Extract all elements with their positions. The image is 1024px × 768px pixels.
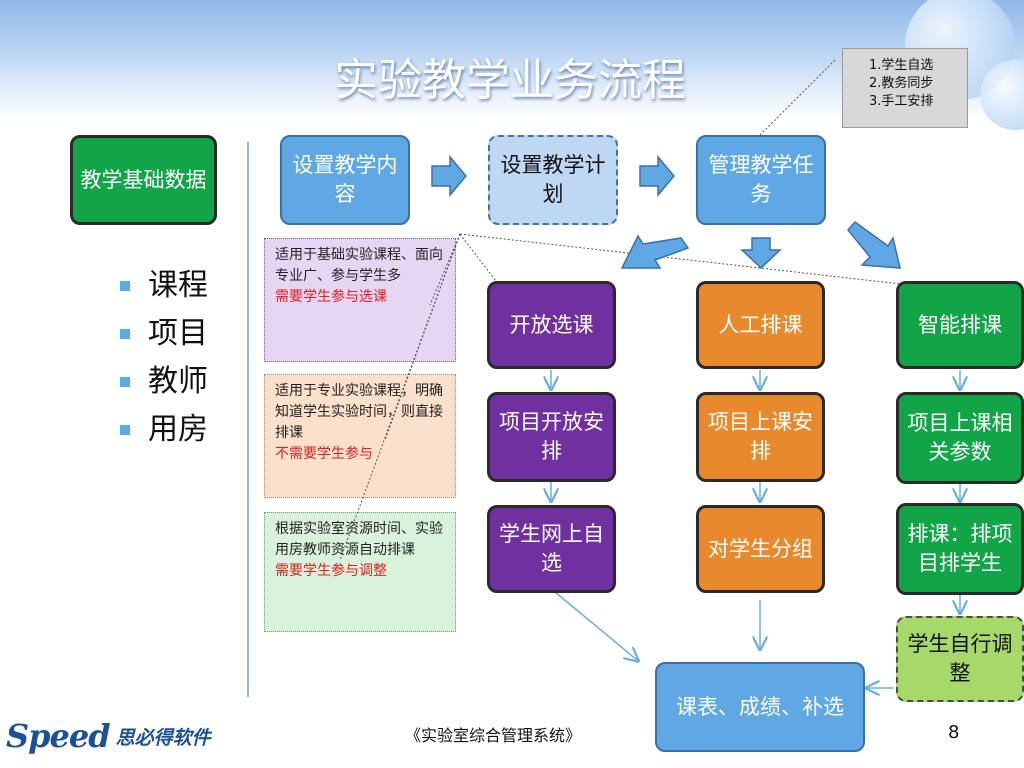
bullet-square-icon	[120, 281, 130, 291]
bullet-item: 课程	[120, 262, 208, 310]
project-class-params-label: 项目上课相关参数	[907, 411, 1013, 464]
note-line: 2.教务同步	[869, 76, 934, 91]
basic-data-box[interactable]: 教学基础数据	[70, 135, 217, 225]
bullet-item: 用房	[120, 406, 208, 454]
bullet-label: 课程	[148, 268, 208, 303]
callout-line	[459, 233, 911, 286]
description-manual-course: 适用于专业实验课程，明确知道学生实验时间，则直接排课 不需要学生参与	[264, 374, 456, 498]
student-self-adjust-label: 学生自行调整	[907, 632, 1013, 685]
smart-course-label: 智能排课	[918, 312, 1002, 337]
logo-text: Speed	[6, 717, 111, 755]
project-class-arrangement-label: 项目上课安排	[708, 410, 813, 463]
project-class-arrangement-box[interactable]: 项目上课安排	[696, 392, 825, 482]
bullet-label: 用房	[148, 412, 208, 447]
flow-arrow-icon	[740, 237, 782, 270]
bullet-item: 项目	[120, 310, 208, 358]
student-online-select-label: 学生网上自选	[499, 522, 604, 575]
open-course-box[interactable]: 开放选课	[487, 281, 616, 369]
bullet-square-icon	[120, 377, 130, 387]
student-grouping-box[interactable]: 对学生分组	[696, 505, 825, 593]
manual-course-label: 人工排课	[718, 312, 803, 337]
scheduling-label: 排课：排项目排学生	[907, 522, 1013, 575]
logo-cn-text: 思必得软件	[115, 726, 211, 749]
description-text: 根据实验室资源时间、实验用房教师资源自动排课	[275, 521, 443, 558]
scheduling-box[interactable]: 排课：排项目排学生	[896, 503, 1024, 595]
callout-line	[429, 233, 461, 306]
callout-line	[759, 59, 836, 136]
bullet-label: 项目	[148, 316, 208, 351]
open-course-label: 开放选课	[509, 312, 594, 337]
schedule-result-label: 课表、成绩、补选	[676, 694, 844, 719]
project-class-params-box[interactable]: 项目上课相关参数	[896, 392, 1024, 484]
vertical-divider	[247, 142, 249, 697]
set-teaching-plan-label: 设置教学计划	[500, 153, 606, 206]
manage-teaching-task-label: 管理教学任务	[708, 153, 814, 206]
flow-arrow-icon	[620, 234, 690, 269]
description-text: 适用于专业实验课程，明确知道学生实验时间，则直接排课	[275, 383, 443, 441]
callout-line	[339, 233, 461, 561]
flow-arrow-icon	[847, 220, 901, 269]
description-highlight: 不需要学生参与	[275, 446, 373, 462]
description-smart-course: 根据实验室资源时间、实验用房教师资源自动排课 需要学生参与调整	[264, 512, 456, 632]
description-text: 适用于基础实验课程、面向专业广、参与学生多	[275, 247, 443, 284]
project-open-arrangement-box[interactable]: 项目开放安排	[487, 392, 616, 482]
student-grouping-label: 对学生分组	[708, 536, 813, 561]
slide-title: 实验教学业务流程	[334, 55, 686, 106]
company-logo: Speed 思必得软件	[6, 714, 211, 758]
description-highlight: 需要学生参与调整	[275, 563, 387, 579]
basic-data-label: 教学基础数据	[80, 167, 207, 192]
result-arrow	[554, 591, 637, 660]
student-self-adjust-box[interactable]: 学生自行调整	[896, 616, 1024, 702]
bullet-item: 教师	[120, 358, 208, 406]
manage-teaching-task-box[interactable]: 管理教学任务	[696, 135, 826, 225]
description-highlight: 需要学生参与选课	[275, 289, 387, 305]
set-teaching-plan-box[interactable]: 设置教学计划	[488, 135, 618, 225]
bullet-list: 课程 项目 教师 用房	[120, 262, 208, 454]
set-teaching-content-label: 设置教学内容	[292, 153, 398, 206]
flow-arrow-icon	[431, 154, 467, 198]
note-line: 1.学生自选	[869, 58, 934, 73]
manual-course-box[interactable]: 人工排课	[696, 281, 825, 369]
smart-course-box[interactable]: 智能排课	[896, 281, 1024, 369]
project-open-arrangement-label: 项目开放安排	[499, 410, 604, 463]
bullet-square-icon	[120, 329, 130, 339]
flow-arrow-icon	[639, 154, 675, 198]
footer-title: 《实验室综合管理系统》	[405, 726, 582, 745]
set-teaching-content-box[interactable]: 设置教学内容	[280, 135, 410, 225]
note-box: 1.学生自选 2.教务同步 3.手工安排	[842, 48, 968, 128]
bullet-square-icon	[120, 425, 130, 435]
page-number: 8	[948, 722, 960, 743]
description-open-course: 适用于基础实验课程、面向专业广、参与学生多 需要学生参与选课	[264, 238, 456, 362]
note-line: 3.手工安排	[869, 94, 934, 109]
student-online-select-box[interactable]: 学生网上自选	[487, 505, 616, 593]
schedule-result-box[interactable]: 课表、成绩、补选	[655, 662, 865, 752]
bullet-label: 教师	[148, 364, 208, 399]
